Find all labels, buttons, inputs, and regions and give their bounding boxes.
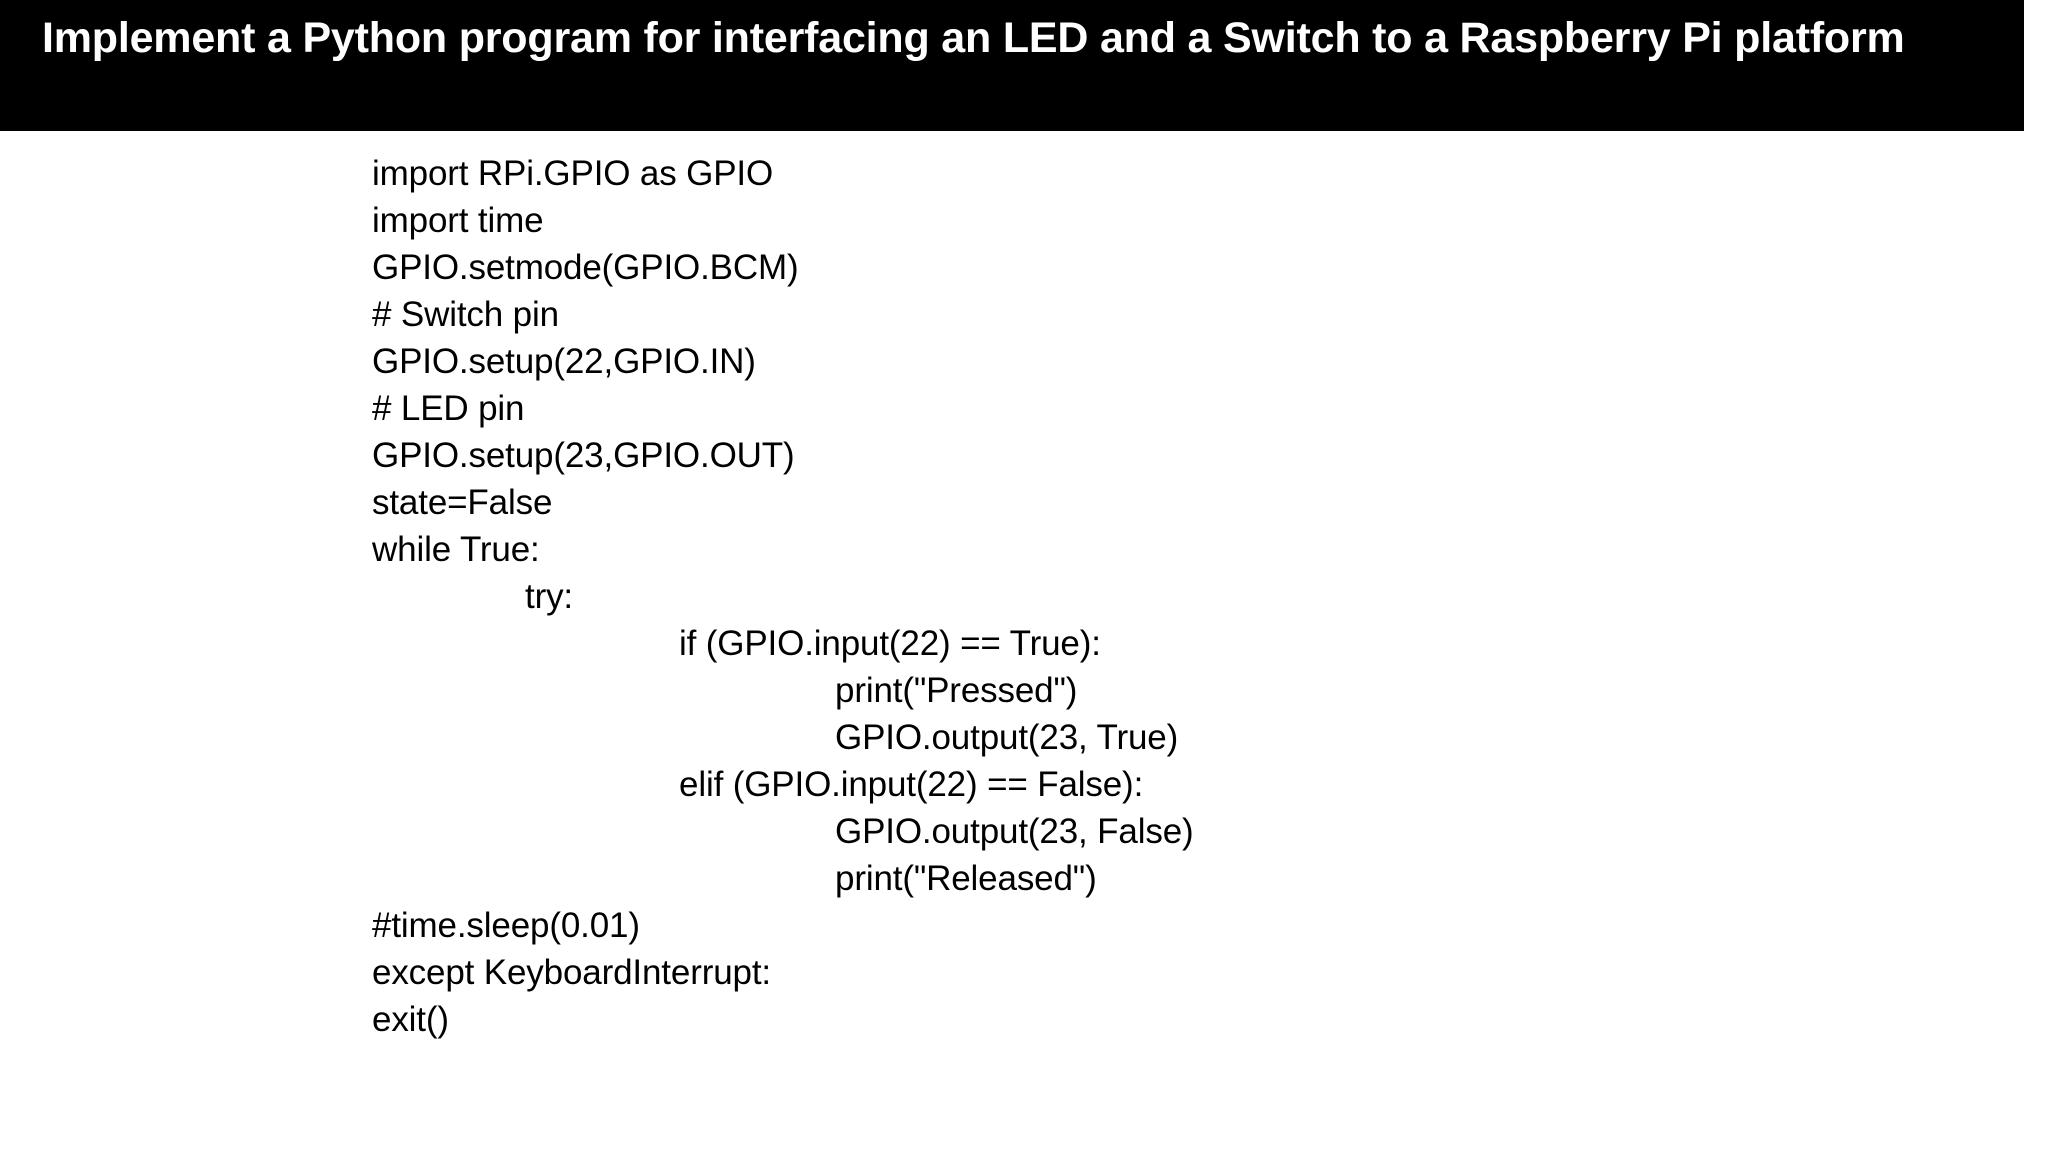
code-line: GPIO.setmode(GPIO.BCM) (372, 248, 799, 287)
code-line: except KeyboardInterrupt: (372, 953, 771, 992)
code-line: # Switch pin (372, 295, 559, 334)
code-line: if (GPIO.input(22) == True): (679, 624, 1101, 663)
code-line: import time (372, 201, 544, 240)
code-line: #time.sleep(0.01) (372, 906, 640, 945)
code-line: exit() (372, 1000, 449, 1039)
code-line: GPIO.output(23, False) (835, 812, 1194, 851)
code-line: GPIO.output(23, True) (835, 718, 1179, 757)
code-line: print("Released") (835, 859, 1097, 898)
code-line: import RPi.GPIO as GPIO (372, 154, 774, 193)
code-line: # LED pin (372, 389, 525, 428)
title-banner: Implement a Python program for interfaci… (0, 0, 2024, 131)
code-line: print("Pressed") (835, 671, 1078, 710)
code-line: elif (GPIO.input(22) == False): (679, 765, 1144, 804)
slide-title: Implement a Python program for interfaci… (42, 14, 1905, 62)
code-line: state=False (372, 483, 553, 522)
code-line: while True: (372, 530, 540, 569)
code-line: GPIO.setup(23,GPIO.OUT) (372, 436, 795, 475)
code-line: try: (525, 577, 574, 616)
code-line: GPIO.setup(22,GPIO.IN) (372, 342, 756, 381)
